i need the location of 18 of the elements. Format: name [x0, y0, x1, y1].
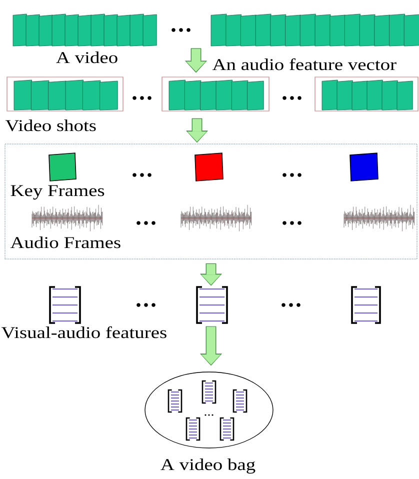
annotation: An audio feature vector — [212, 58, 396, 70]
node-label: Visual-audio features — [1, 326, 166, 338]
shot-box — [162, 76, 270, 112]
vector-icon — [49, 286, 81, 324]
row-label: Key Frames — [10, 185, 104, 200]
block-arrow — [200, 326, 222, 366]
vector-icon — [196, 286, 228, 324]
node-label: A video — [56, 52, 118, 64]
shot-box — [6, 76, 124, 112]
vector-icon — [351, 286, 381, 324]
block-arrow — [200, 263, 222, 286]
row-label: Audio Frames — [10, 236, 120, 248]
node-label: Video shots — [5, 120, 96, 132]
shot-box — [314, 76, 418, 112]
node-label: A video bag — [160, 458, 256, 474]
block-arrow — [186, 118, 208, 143]
block-arrow — [185, 48, 207, 73]
ellipse — [144, 372, 274, 448]
